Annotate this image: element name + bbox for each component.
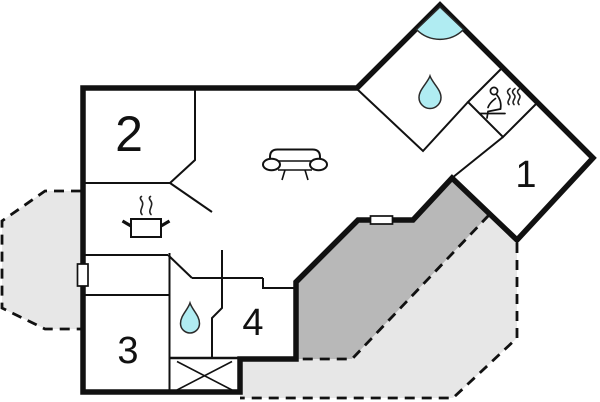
room-label-3: 3 xyxy=(117,330,138,372)
bathroom-walls xyxy=(356,88,469,153)
corner-shower-icon xyxy=(415,5,465,40)
cross-box-icon xyxy=(176,360,233,391)
room1-left-wall xyxy=(451,136,504,179)
interior-walls xyxy=(84,66,539,391)
window-left-wall xyxy=(76,263,89,287)
window-terrace-wall xyxy=(369,215,394,225)
room-label-2: 2 xyxy=(115,106,143,162)
bath-drop-icon xyxy=(179,300,201,334)
room-label-1: 1 xyxy=(515,154,536,196)
windows xyxy=(76,215,394,287)
sofa-icon xyxy=(262,148,328,181)
room-label-4: 4 xyxy=(242,302,263,344)
terraces xyxy=(0,178,519,400)
sauna-icon xyxy=(479,86,521,119)
door-leaf xyxy=(169,182,213,213)
room2-right-wall xyxy=(169,89,196,184)
terrace-upper-dark xyxy=(296,178,489,359)
shower-drop-icon xyxy=(418,73,442,110)
room4-step-wall xyxy=(262,278,294,289)
room-labels: 2 1 3 4 xyxy=(115,106,536,372)
kitchen-divider-wall xyxy=(211,250,223,358)
cooking-pot-icon xyxy=(121,195,171,238)
terrace-left-border xyxy=(0,189,81,331)
sauna-walls xyxy=(466,66,539,139)
terrace-lower-light xyxy=(240,215,517,398)
terrace-left xyxy=(2,191,81,329)
hall-diagonal-wall xyxy=(167,254,193,279)
terrace-light-border xyxy=(240,243,519,400)
